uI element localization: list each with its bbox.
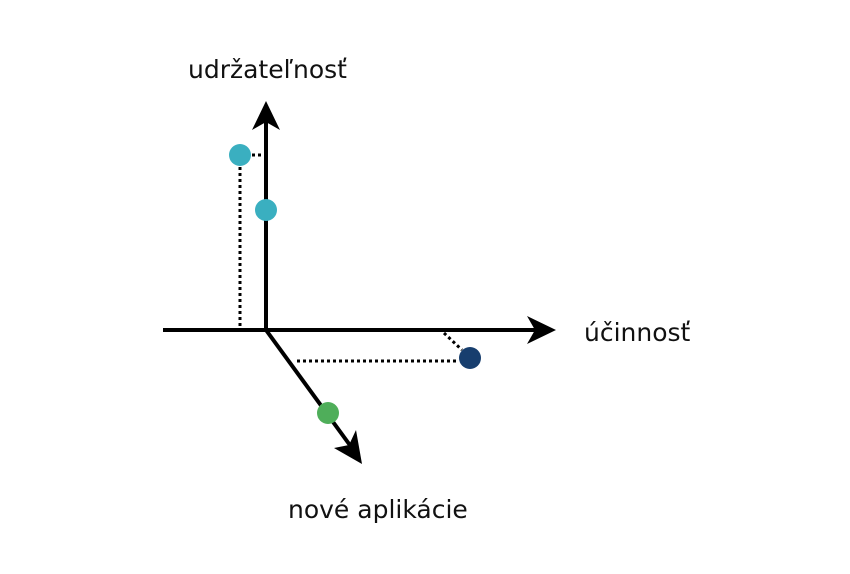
z-axis-label: nové aplikácie [288,495,468,524]
z-axis-arrowhead [334,430,362,464]
teal-point-offset [229,144,251,166]
x-axis-arrowhead [527,316,556,344]
x-axis-label: účinnosť [584,318,691,347]
guide-navy-diagonal [442,331,464,352]
z-axis-line [264,328,354,450]
y-axis-label: udržateľnosť [188,55,347,84]
y-axis-arrowhead [252,101,280,130]
teal-point-on-axis [255,199,277,221]
green-point [317,402,339,424]
navy-point [459,347,481,369]
